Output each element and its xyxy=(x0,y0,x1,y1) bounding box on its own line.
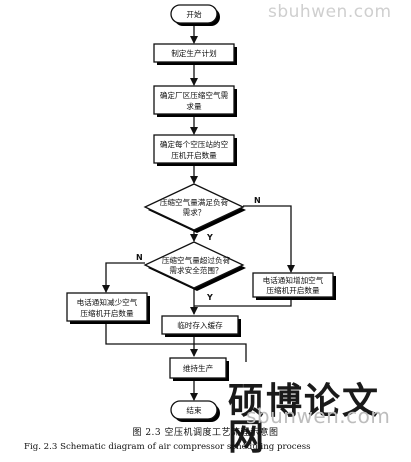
demand-box: 确定厂区压缩空气需 求量 xyxy=(153,85,237,117)
cache-box: 临时存入缓存 xyxy=(161,315,241,337)
watermark-url-bottom: sbunwen.com xyxy=(246,404,391,428)
line-reduce-merge xyxy=(105,324,247,362)
increase-label-line1: 电话通知增加空气 xyxy=(263,275,324,285)
decision1-diamond: 压缩空气量满足负荷 需求？ xyxy=(143,183,246,233)
reduce-label-line1: 电话通知减少空气 xyxy=(77,297,138,307)
demand-label-line1: 确定厂区压缩空气需 xyxy=(160,90,229,100)
increase-box: 电话通知增加空气 压缩机开启数量 xyxy=(252,272,336,300)
decision2-no-label: N xyxy=(136,253,143,262)
decision1-label-line2: 需求？ xyxy=(183,207,206,217)
decision2-yes-label: Y xyxy=(206,293,213,302)
end-node: 结束 xyxy=(170,400,220,422)
maintain-box: 维持生产 xyxy=(169,357,229,381)
figure-caption-english: Fig. 2.3 Schematic diagram of air compre… xyxy=(24,442,311,452)
reduce-box: 电话通知减少空气 压缩机开启数量 xyxy=(66,292,150,324)
end-label: 结束 xyxy=(186,405,202,415)
plan-label: 制定生产计划 xyxy=(171,48,217,58)
decision1-no-label: N xyxy=(254,196,261,205)
count-box: 确定每个空压站的空 压机开启数量 xyxy=(153,134,237,166)
figure-caption-chinese: 图 2.3 空压机调度工艺流程示意图 xyxy=(132,428,279,438)
arrow-decision2-no-to-reduce xyxy=(102,262,145,293)
cache-label: 临时存入缓存 xyxy=(177,320,223,330)
arrow-decision1-no-to-increase xyxy=(243,205,295,273)
decision2-label-line2: 需求安全范围？ xyxy=(169,265,222,275)
count-label-line2: 压机开启数量 xyxy=(171,150,217,160)
plan-box: 制定生产计划 xyxy=(153,43,237,65)
watermark-logo-text: 硕博论文网 xyxy=(228,381,381,458)
decision1-yes-label: Y xyxy=(206,233,213,242)
watermark-url-top: sbuhwen.com xyxy=(268,2,392,22)
demand-label-line2: 求量 xyxy=(186,101,202,111)
increase-label-line2: 压缩机开启数量 xyxy=(266,285,320,295)
decision2-diamond: 压缩空气量超过负荷 需求安全范围？ xyxy=(143,241,246,291)
maintain-label: 维持生产 xyxy=(183,363,214,373)
decision2-label-line1: 压缩空气量超过负荷 xyxy=(162,255,231,265)
connectors xyxy=(102,24,295,401)
line-increase-merge xyxy=(194,298,292,307)
start-node: 开始 xyxy=(170,4,220,26)
decision1-label-line1: 压缩空气量满足负荷 xyxy=(160,197,229,207)
reduce-label-line2: 压缩机开启数量 xyxy=(80,308,134,318)
count-label-line1: 确定每个空压站的空 xyxy=(160,139,229,149)
start-label: 开始 xyxy=(186,9,202,19)
